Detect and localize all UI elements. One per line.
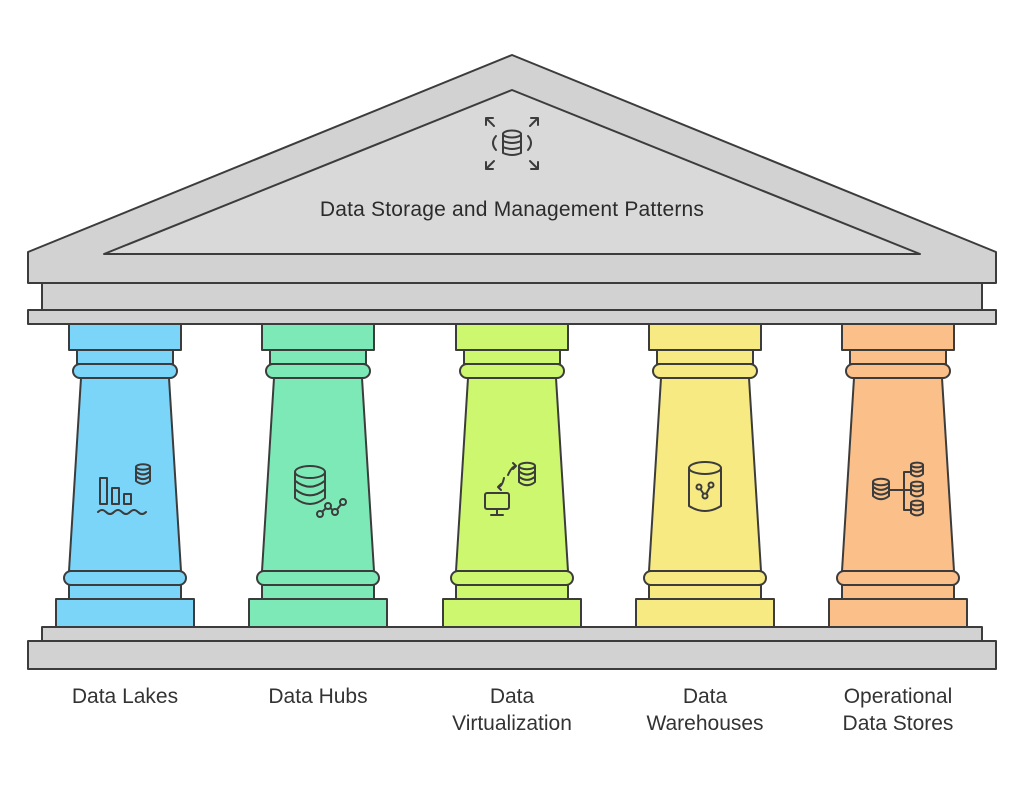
pillar-bottom-ring: [256, 570, 380, 586]
entablature-base: [27, 309, 997, 325]
pillar-top-ring: [72, 363, 178, 379]
pillar-label-line: Virtualization: [452, 712, 572, 735]
pillar-label-line: Data Hubs: [268, 685, 368, 708]
pillar-2: [248, 323, 388, 628]
pillar-base-neck: [841, 584, 955, 600]
pillar-plinth: [828, 598, 968, 628]
pillar-3: [442, 323, 582, 628]
database-expand-icon: [485, 117, 539, 170]
pillar-label-2: Data Hubs: [228, 683, 408, 710]
entablature: [41, 282, 983, 311]
pillar-base-neck: [648, 584, 762, 600]
pillar-label-line: Operational: [843, 685, 953, 708]
pillar-neck: [269, 349, 367, 365]
pillar-4: [635, 323, 775, 628]
pillar-bottom-ring: [643, 570, 767, 586]
pillar-label-1: Data Lakes: [35, 683, 215, 710]
data-virtualization-icon: [484, 461, 536, 516]
operational-data-store-icon: [872, 461, 924, 517]
pillar-top-ring: [845, 363, 951, 379]
roof-inner-triangle: [103, 89, 921, 255]
pillar-top-ring: [459, 363, 565, 379]
pillar-base-neck: [68, 584, 182, 600]
pillar-neck: [849, 349, 947, 365]
pillar-plinth: [55, 598, 195, 628]
pillar-1: [55, 323, 195, 628]
diagram-title: Data Storage and Management Patterns: [319, 198, 705, 221]
pillar-top-ring: [652, 363, 758, 379]
pillar-capital: [648, 323, 762, 351]
pillar-label-line: Data: [682, 685, 728, 708]
pillar-neck: [656, 349, 754, 365]
data-lake-icon: [97, 463, 151, 515]
pillar-neck: [76, 349, 174, 365]
data-warehouse-icon: [688, 461, 722, 512]
data-hub-icon: [294, 465, 347, 518]
pillar-bottom-ring: [836, 570, 960, 586]
pillar-capital: [261, 323, 375, 351]
pillar-top-ring: [265, 363, 371, 379]
pillar-shaft: [455, 377, 569, 572]
pillar-plinth: [442, 598, 582, 628]
pillar-plinth: [248, 598, 388, 628]
pillar-neck: [463, 349, 561, 365]
stylobate: [27, 640, 997, 670]
pillar-capital: [68, 323, 182, 351]
stylobate-top: [41, 626, 983, 642]
pillar-5: [828, 323, 968, 628]
pillar-base-neck: [455, 584, 569, 600]
pillar-capital: [455, 323, 569, 351]
pillar-label-line: Data Lakes: [71, 685, 179, 708]
pillar-shaft: [841, 377, 955, 572]
pillar-capital: [841, 323, 955, 351]
pillar-shaft: [261, 377, 375, 572]
pillar-bottom-ring: [450, 570, 574, 586]
pillar-label-line: Warehouses: [646, 712, 764, 735]
pillar-plinth: [635, 598, 775, 628]
pillar-label-line: Data: [489, 685, 535, 708]
pillar-label-line: Data Stores: [842, 712, 954, 735]
pillar-shaft: [68, 377, 182, 572]
pillar-bottom-ring: [63, 570, 187, 586]
pillar-base-neck: [261, 584, 375, 600]
